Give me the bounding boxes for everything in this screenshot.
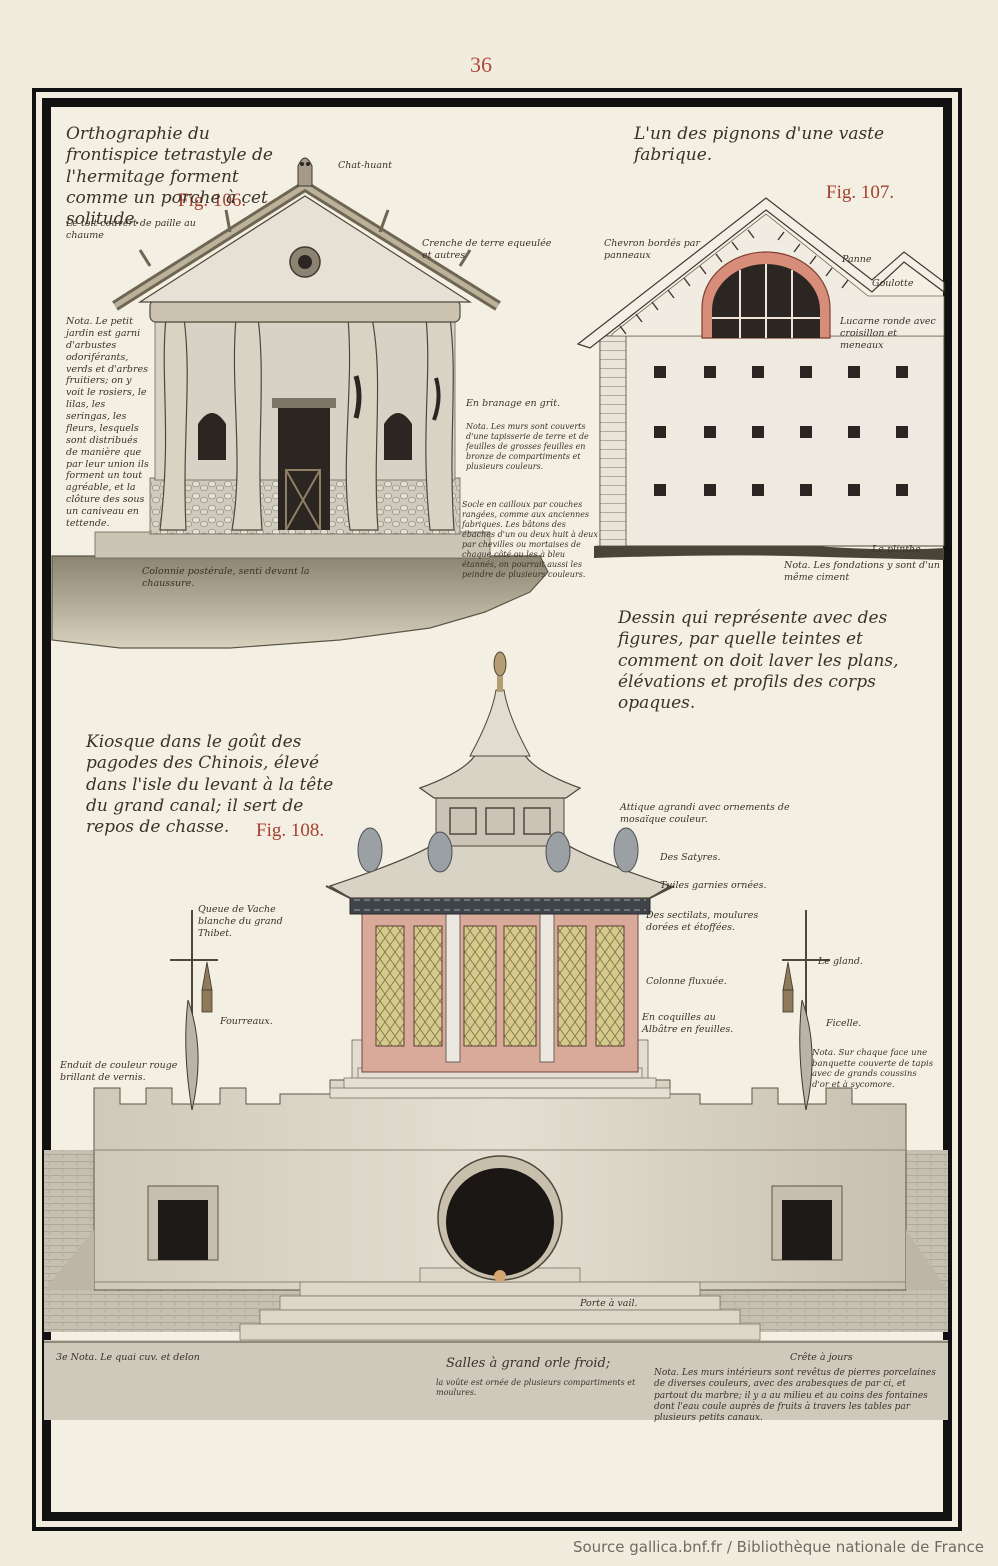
fig108-note-interior: Nota. Les murs intérieurs sont revêtus d… — [654, 1368, 936, 1423]
fig106-note-owl: Chat-huant — [338, 160, 392, 171]
fig108-note-gate: Porte à vail. — [580, 1298, 638, 1309]
fig108-note-attic: Attique agrandi avec ornements de mosaïq… — [620, 802, 790, 825]
fig107-note-gable: Chevron bordés par panneaux — [604, 238, 701, 261]
fig108-note-tails: Queue de Vache blanche du grand Thibet. — [198, 904, 283, 939]
fig108-note-gland: Le gland. — [818, 956, 863, 967]
fig108-note-column: Colonne fluxuée. — [646, 976, 727, 987]
fig108-note-quay: 3e Nota. Le quai cuv. et delon — [56, 1352, 200, 1363]
fig106-note-crest: Crenche de terre equeulée et autres — [422, 238, 552, 261]
fig106-note-colonnade: Colonnie postérale, senti devant la chau… — [142, 566, 310, 589]
instruction-text: Dessin qui représente avec des figures, … — [618, 608, 899, 713]
fig106-label: Fig. 106. — [178, 190, 247, 211]
fig107-note-window: Lucarne ronde avec croisillon et meneaux — [840, 316, 936, 351]
fig106-note-roof: Le toit couvert de paille au chaume — [66, 218, 196, 241]
fig107-note-plinth: Le plinthe — [872, 544, 921, 555]
fig106-note-walls: Nota. Les murs sont couverts d'une tapis… — [466, 422, 589, 471]
fig108-note-bench: Nota. Sur chaque face une banquette couv… — [812, 1048, 934, 1090]
fig108-note-lattice: Des sectilats, moulures dorées et étoffé… — [646, 910, 759, 933]
fig108-note-lacquer: Enduit de couleur rouge brillant de vern… — [60, 1060, 178, 1083]
fig108-note-halls-sub: la voûte est ornée de plusieurs comparti… — [436, 1378, 636, 1397]
source-footer: Source gallica.bnf.fr / Bibliothèque nat… — [572, 1538, 984, 1556]
fig106-note-bark: En branage en grit. — [466, 398, 561, 409]
fig108-note-sheath: Fourreaux. — [220, 1016, 273, 1027]
fig108-note-steps: Crête à jours — [790, 1352, 853, 1363]
fig107-title: L'un des pignons d'une vaste fabrique. — [634, 124, 885, 166]
fig108-note-shells: En coquilles au Albâtre en feuilles. — [642, 1012, 734, 1035]
fig107-note-gutter: Goulotte — [872, 278, 914, 289]
fig106-note-garden: Nota. Le petit jardin est garni d'arbust… — [66, 316, 149, 529]
outer-frame — [32, 88, 962, 1531]
fig107-label: Fig. 107. — [826, 182, 895, 203]
fig107-note-panes: Panne — [842, 254, 872, 265]
fig108-kiosque — [44, 651, 948, 1420]
fig106-hermitage — [51, 157, 549, 649]
fig108-label: Fig. 108. — [256, 820, 325, 841]
page-number: 36 — [470, 52, 492, 77]
fig108-note-tiles: Tuiles garnies ornées. — [660, 880, 767, 891]
fig108-title: Kiosque dans le goût des pagodes des Chi… — [86, 732, 334, 837]
inner-frame — [42, 98, 952, 1521]
fig108-note-halls: Salles à grand orle froid; — [446, 1356, 611, 1371]
fig107-gable — [576, 197, 945, 560]
fig108-note-satyrs: Des Satyres. — [660, 852, 721, 863]
fig107-note-footing: Nota. Les fondations y sont d'un même ci… — [784, 560, 940, 583]
fig106-note-base: Socle en cailloux par couches rangées, c… — [462, 500, 598, 579]
fig108-note-ribbon: Ficelle. — [826, 1018, 862, 1029]
fig106-title: Orthographie du frontispice tetrastyle d… — [66, 124, 273, 229]
